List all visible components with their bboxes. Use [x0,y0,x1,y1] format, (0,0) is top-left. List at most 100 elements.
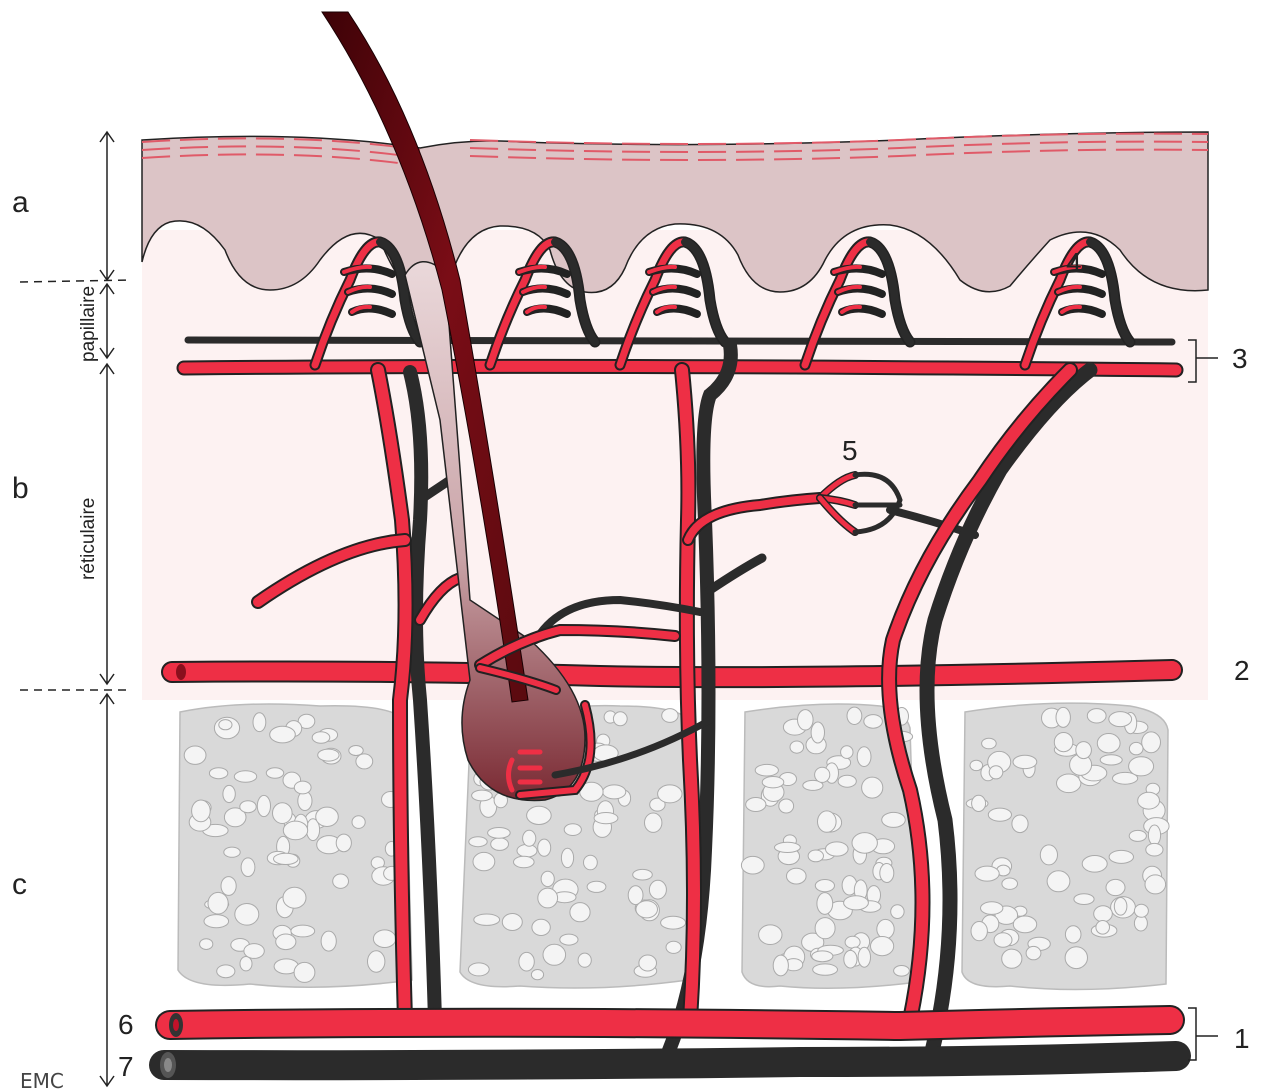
fat-cell [192,800,211,822]
deep-dermal-plexus [172,670,1172,677]
fat-cell [1094,906,1113,922]
fat-cell [519,952,534,971]
fat-cell [224,847,240,857]
fat-cell [971,922,987,941]
fat-cell [1026,946,1041,959]
fat-cell [570,903,590,922]
fat-cell [815,918,835,939]
fat-cell [541,871,554,886]
subcutaneous-vein [164,1056,1176,1065]
fat-cell [531,970,543,980]
fat-cell [813,964,838,975]
fat-cell [468,963,489,976]
layer-label-hypodermis: c [12,868,27,901]
fat-cell [244,944,264,959]
fat-cell [1145,875,1166,894]
fat-cell [989,766,1003,779]
fat-cell [841,746,853,759]
fat-cell [352,816,365,829]
fat-cell [561,848,573,867]
fat-cell [844,950,857,968]
fat-cell [988,808,1011,821]
fat-cell [649,880,666,899]
fat-cell [204,915,229,928]
deep-dermal-artery [172,670,1172,677]
fat-cell [1082,856,1107,873]
fat-cell [587,881,606,892]
fat-cell [1138,792,1160,809]
fat-cell [283,887,306,908]
layer-label-dermis: b [12,472,29,505]
hypodermis-fat [178,703,1169,989]
fat-cell [1076,742,1092,759]
fat-cell [578,953,591,967]
fat-cell [318,749,339,761]
fat-cell [864,715,883,729]
fat-cell [658,785,682,803]
fat-cell [235,904,259,926]
emc-logo: EMC [20,1069,64,1091]
fat-cell [755,764,778,776]
fat-cell [208,892,228,914]
fat-cell [817,893,833,915]
fat-cell [871,937,894,956]
subpapillary-vein [188,340,1172,342]
fat-cell [1047,871,1070,892]
fat-cell [994,933,1012,948]
fat-cell [1040,845,1057,865]
fat-cell [474,914,500,925]
fat-cell [1129,830,1146,841]
fat-cell [798,710,814,730]
fat-cell [775,842,801,852]
fat-cell [1054,733,1073,752]
fat-cell [645,813,662,832]
fat-cell [312,732,330,743]
fat-cell [759,925,782,945]
fat-cell [894,966,910,977]
fat-cell [811,722,824,743]
fat-cell [613,712,627,726]
fat-cell [862,777,883,798]
fat-cell [491,838,509,851]
fat-cell [527,806,552,824]
fat-cell [746,798,766,812]
fat-cell [538,839,551,856]
label-4: 4 [1066,247,1082,278]
fat-cell [209,768,227,779]
fat-cell [762,777,784,788]
fat-cell [1106,879,1125,895]
fat-cell [1002,949,1022,968]
fat-cell [857,747,871,767]
fat-cell [584,855,598,870]
layer-label-epidermis: a [12,186,29,219]
fat-cell [845,936,860,948]
fat-cell [276,934,296,950]
fat-cell [1096,921,1110,935]
fat-cell [773,955,788,976]
label-6: 6 [118,1009,134,1040]
fat-cell [368,951,385,972]
fat-cell [253,713,266,732]
fat-cell [741,856,764,874]
fat-cell [356,754,373,769]
fat-cell [852,833,877,854]
fat-cell [217,965,235,978]
fat-cell [469,837,487,847]
fat-cell [661,916,686,929]
fat-cell [240,801,256,813]
fat-cell [818,811,837,832]
fat-cell [838,775,856,787]
fat-cell [291,925,315,937]
label-1: 1 [1234,1023,1250,1054]
label-3: 3 [1232,343,1248,374]
fat-cell [240,957,252,971]
fat-cell [1146,843,1163,856]
fat-cell [1056,707,1070,727]
fat-cell [532,919,550,935]
fat-cell [1142,732,1161,753]
fat-cell [808,850,823,862]
fat-cell [639,955,657,971]
subcutaneous-artery [170,1020,1170,1026]
fat-cell [1065,947,1087,969]
fat-cell [790,741,804,753]
